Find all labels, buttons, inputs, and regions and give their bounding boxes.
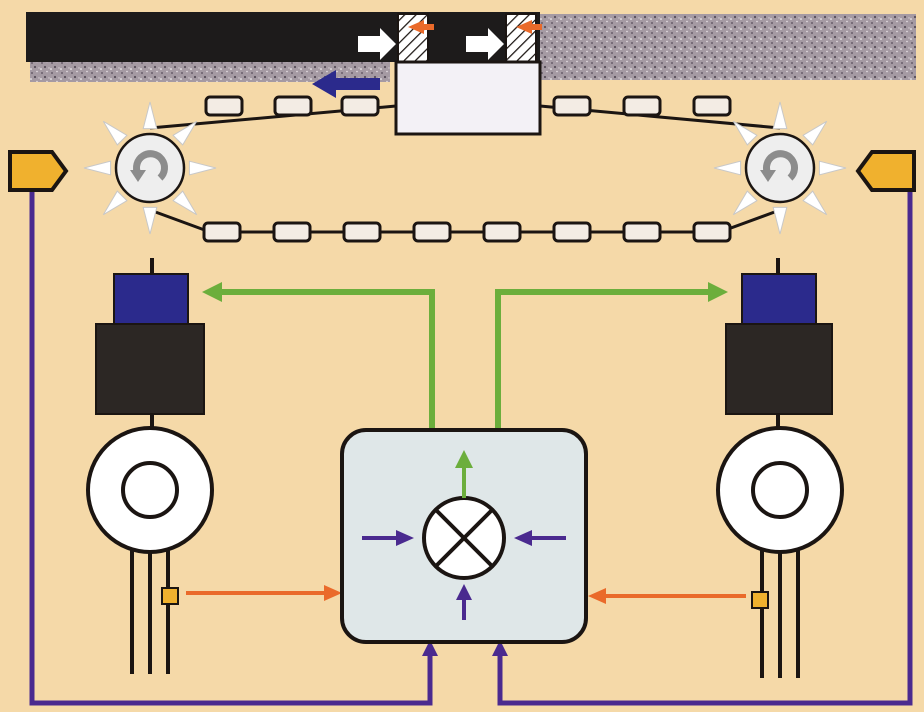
chain-link <box>692 221 732 243</box>
speed-line-left <box>218 289 435 432</box>
sprocket-wheel <box>114 132 186 204</box>
feedback-arrow-left-icon <box>422 640 438 656</box>
motor-top <box>113 273 189 327</box>
sprocket-tooth <box>732 120 758 146</box>
sprocket-tooth <box>188 160 217 176</box>
controller <box>340 428 588 644</box>
sprocket-tooth <box>102 190 128 216</box>
motor-body <box>95 323 205 415</box>
encoder-tap-left <box>161 587 179 605</box>
chain-link <box>340 95 380 117</box>
travel-direction-arrow-icon <box>312 70 380 98</box>
rotation-arrow-icon <box>130 150 168 182</box>
speed-line-right <box>495 289 712 432</box>
encoder-hub <box>751 461 809 519</box>
reaction-arrow-left-icon <box>408 20 424 34</box>
motor-left <box>86 258 214 674</box>
encoder-arrow-left-icon <box>324 585 342 601</box>
chain-link <box>204 95 244 117</box>
speed-arrow-right-icon <box>708 282 728 302</box>
chain-link <box>622 221 662 243</box>
chain-link <box>272 221 312 243</box>
sprocket-tooth <box>772 206 788 235</box>
encoder-tap-right <box>751 591 769 609</box>
encoder-hub <box>121 461 179 519</box>
sprocket-wheel <box>744 132 816 204</box>
feedback-wiring <box>29 190 913 706</box>
sprocket-tooth <box>772 101 788 130</box>
motor-body <box>725 323 833 415</box>
chain-link <box>622 95 662 117</box>
input-arrow-bottom-icon <box>456 584 472 600</box>
motor-top <box>741 273 817 327</box>
feedback-line-left <box>29 190 433 706</box>
sprocket-tooth <box>83 160 112 176</box>
sprocket-tooth <box>142 101 158 130</box>
sprocket-tooth <box>172 120 198 146</box>
load-area <box>26 12 916 136</box>
motor-leads <box>130 548 170 674</box>
chain-link <box>342 221 382 243</box>
sprocket-right <box>713 101 847 235</box>
push-arrow-right-icon <box>466 28 504 60</box>
chain-link <box>482 221 522 243</box>
pentagon-sensor-icon <box>8 150 69 192</box>
push-arrow-left-icon <box>358 28 396 60</box>
speed-arrow-left-icon <box>202 282 222 302</box>
sprocket-tooth <box>172 190 198 216</box>
encoder-arrow-right-icon <box>588 588 606 604</box>
sprocket-left <box>83 101 217 235</box>
feedback-arrow-right-icon <box>492 640 508 656</box>
chain-link <box>273 95 313 117</box>
granular-surface-right <box>540 14 916 80</box>
motor-right <box>716 258 844 678</box>
carriage-block <box>394 60 542 136</box>
sprocket-tooth <box>732 190 758 216</box>
sprocket-tooth <box>802 120 828 146</box>
output-arrow-icon <box>455 450 473 468</box>
granular-surface-left <box>30 62 390 82</box>
rotation-arrow-icon <box>760 150 798 182</box>
input-arrow-right-icon <box>514 530 532 546</box>
chain-link <box>202 221 242 243</box>
chain-link <box>552 95 592 117</box>
sprocket-teeth <box>83 101 217 235</box>
sprocket-tooth <box>102 120 128 146</box>
sprocket-tooth <box>713 160 742 176</box>
sprocket-teeth <box>713 101 847 235</box>
feedback-line-right <box>497 190 913 706</box>
load-bar <box>26 12 540 62</box>
sprocket-tooth <box>802 190 828 216</box>
chain-link <box>552 221 592 243</box>
input-arrow-left-icon <box>396 530 414 546</box>
chain-link <box>412 221 452 243</box>
speed-command-lines <box>218 289 712 432</box>
reaction-arrow-right-icon <box>516 20 532 34</box>
chain-link <box>692 95 732 117</box>
pentagon-sensor-icon <box>855 150 916 192</box>
sprocket-tooth <box>818 160 847 176</box>
chain-links <box>202 95 732 243</box>
motor-leads <box>760 548 800 678</box>
summing-junction-icon <box>422 496 506 580</box>
sprocket-tooth <box>142 206 158 235</box>
